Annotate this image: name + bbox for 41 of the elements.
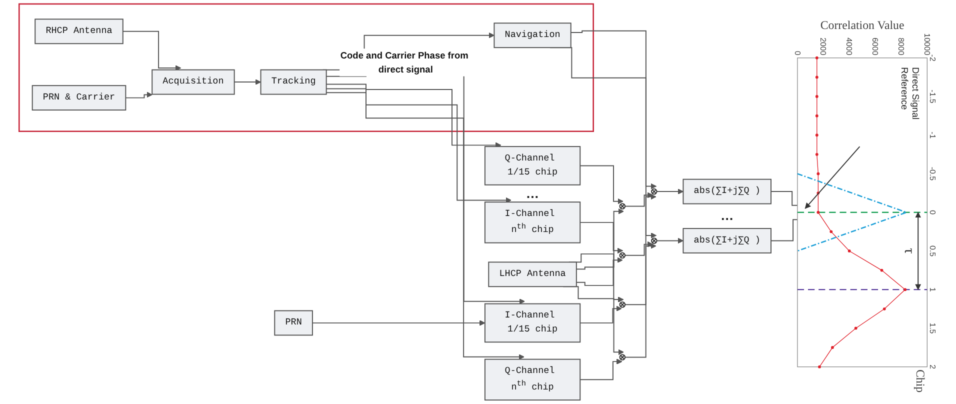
arrow xyxy=(234,79,262,85)
arrow xyxy=(656,238,684,244)
node-box: I-Channel 1/15 chip xyxy=(484,303,581,343)
node-box: I-Channel n$^{th}$ chip xyxy=(484,202,581,244)
axis-title: Correlation Value xyxy=(820,18,904,32)
node-box: PRN xyxy=(274,310,313,336)
node-box: Q-Channel 1/15 chip xyxy=(484,146,581,186)
arrow xyxy=(125,92,152,98)
node-box: abs(∑I+j∑Q ) xyxy=(682,178,772,204)
edge-label: Code and Carrier Phase from direct signal xyxy=(340,50,468,74)
node-box: Navigation xyxy=(494,22,572,48)
node-box: Acquisition xyxy=(152,69,235,95)
arrow xyxy=(580,165,624,204)
arrow xyxy=(580,358,622,380)
arrow xyxy=(624,241,654,256)
arrow xyxy=(312,320,486,326)
axis-title: Chip xyxy=(914,369,928,393)
ellipsis-mark: … xyxy=(720,208,734,224)
arrow xyxy=(570,30,657,190)
arrow xyxy=(326,84,502,148)
delay-label: τ xyxy=(900,248,917,254)
arrow xyxy=(326,88,512,204)
node-box: abs(∑I+j∑Q ) xyxy=(682,228,772,254)
arrow xyxy=(576,257,623,286)
node-box: PRN & Carrier xyxy=(32,85,126,111)
node-box: LHCP Antenna xyxy=(488,262,577,288)
arrow xyxy=(580,306,622,324)
arrow xyxy=(624,194,656,306)
arrow xyxy=(122,30,182,71)
arrow xyxy=(580,222,624,254)
arrow xyxy=(326,92,524,360)
arrow xyxy=(576,208,624,270)
node-box: Tracking xyxy=(260,69,327,95)
node-box: RHCP Antenna xyxy=(34,18,124,44)
cluster xyxy=(18,3,594,132)
node-box: Q-Channel n$^{th}$ chip xyxy=(484,358,581,401)
annotation-text: Direct Signal Reference xyxy=(900,67,921,120)
arrow xyxy=(624,243,656,358)
arrow xyxy=(656,188,684,194)
arrow xyxy=(624,192,654,207)
ellipsis-mark: … xyxy=(526,186,540,202)
